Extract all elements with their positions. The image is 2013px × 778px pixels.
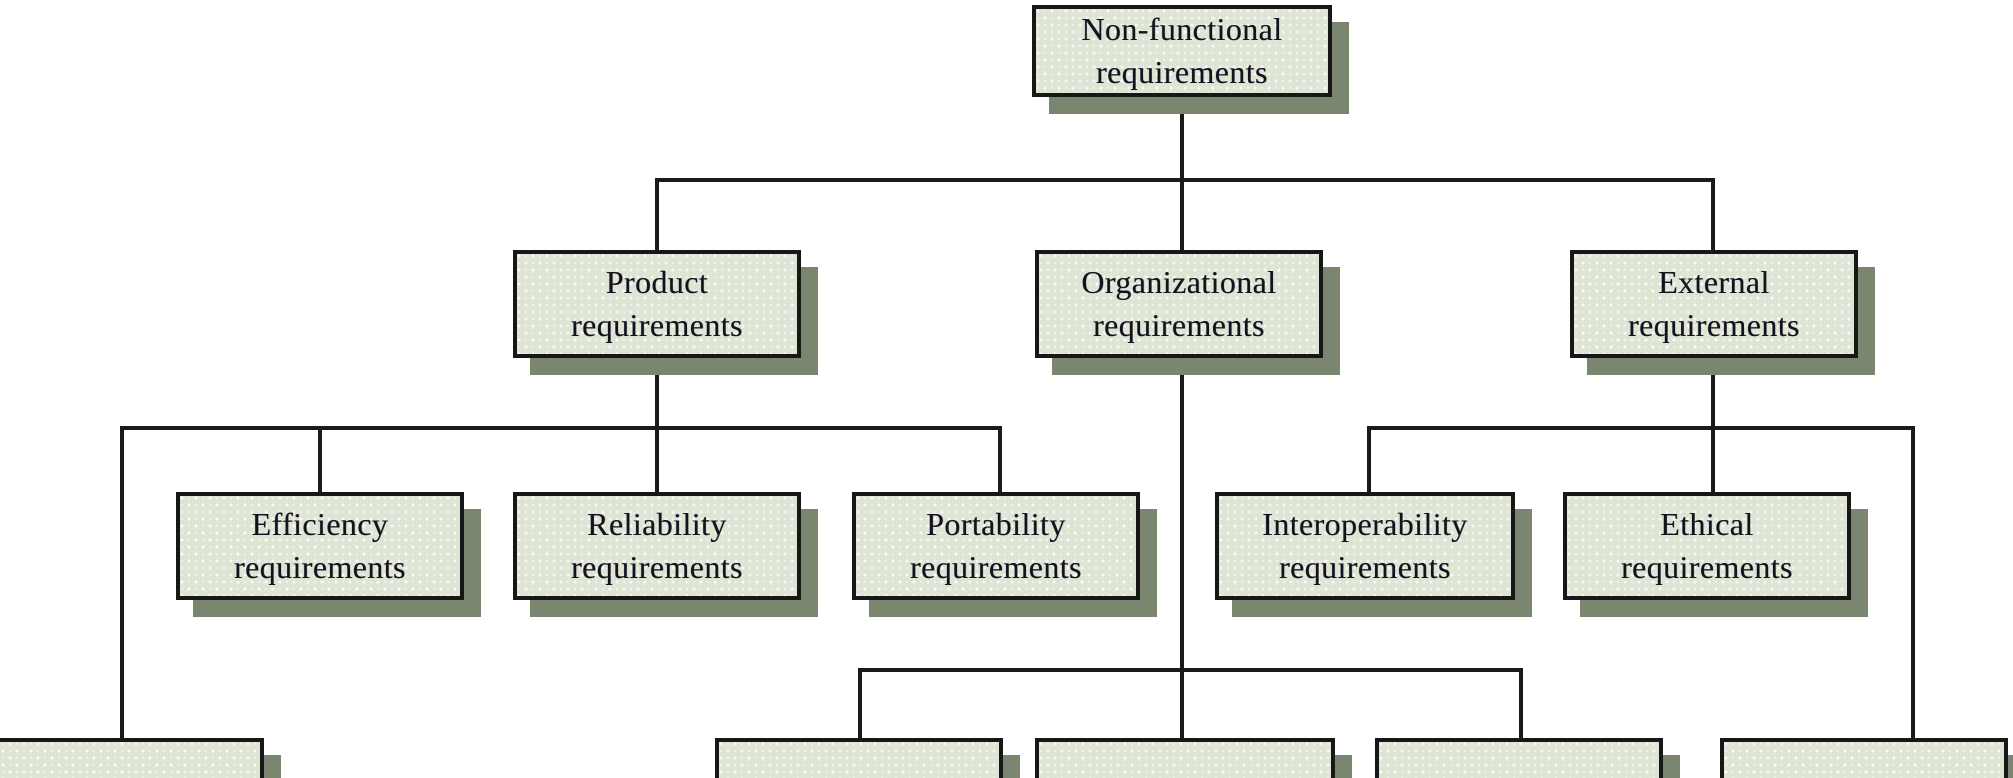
node-efficiency[interactable]: Efficiency requirements [176, 492, 481, 617]
node-interoperability[interactable]: Interoperability requirements [1215, 492, 1532, 617]
node-implementation[interactable]: Implementation [1035, 738, 1352, 778]
connector-product-to-reliability [655, 426, 659, 492]
connector-org-to-standards [1519, 668, 1523, 740]
node-standards[interactable]: Standards [1375, 738, 1680, 778]
node-root[interactable]: Non-functional requirements [1032, 5, 1349, 114]
node-label: External requirements [1628, 264, 1800, 343]
node-label: Implementation [1075, 771, 1295, 778]
node-label: Ethical requirements [1621, 506, 1793, 585]
node-label: Legislative [1785, 771, 1944, 778]
connector-external-bus [1367, 426, 1915, 430]
connector-root-bus [655, 178, 1715, 182]
node-box: Standards [1375, 738, 1663, 778]
connector-external-stem [1711, 358, 1715, 426]
node-label: Delivery [795, 771, 922, 778]
node-box: Interoperability requirements [1215, 492, 1515, 600]
node-usability[interactable]: Usability [0, 738, 281, 778]
node-box: External requirements [1570, 250, 1858, 358]
connector-org-stem [1180, 358, 1184, 668]
node-box: Legislative [1720, 738, 2008, 778]
node-box: Organizational requirements [1035, 250, 1323, 358]
node-delivery[interactable]: Delivery [715, 738, 1020, 778]
node-legislative[interactable]: Legislative [1720, 738, 2013, 778]
node-box: Non-functional requirements [1032, 5, 1332, 97]
connector-product-to-efficiency [318, 426, 322, 492]
node-box: Implementation [1035, 738, 1335, 778]
connector-product-to-usability [120, 426, 124, 738]
node-box: Usability [0, 738, 264, 778]
node-label: Organizational requirements [1081, 264, 1277, 343]
node-label: Usability [54, 771, 187, 778]
node-label: Portability requirements [910, 506, 1082, 585]
node-label: Efficiency requirements [234, 506, 406, 585]
connector-root-stem [1180, 97, 1184, 178]
node-box: Ethical requirements [1563, 492, 1851, 600]
node-box: Portability requirements [852, 492, 1140, 600]
node-box: Delivery [715, 738, 1003, 778]
connector-root-to-product [655, 178, 659, 250]
connector-root-to-external [1711, 178, 1715, 250]
connector-external-to-ethical [1711, 426, 1715, 492]
connector-product-to-portability [998, 426, 1002, 492]
node-portability[interactable]: Portability requirements [852, 492, 1157, 617]
node-ethical[interactable]: Ethical requirements [1563, 492, 1868, 617]
node-label: Standards [1448, 771, 1590, 778]
node-box: Reliability requirements [513, 492, 801, 600]
node-organizational[interactable]: Organizational requirements [1035, 250, 1340, 375]
connector-product-bus [120, 426, 998, 430]
connector-org-to-delivery [858, 668, 862, 740]
connector-root-to-organizational [1180, 178, 1184, 250]
node-label: Interoperability requirements [1262, 506, 1468, 585]
node-box: Efficiency requirements [176, 492, 464, 600]
node-label: Product requirements [571, 264, 743, 343]
connector-external-to-legislative [1911, 426, 1915, 738]
node-external[interactable]: External requirements [1570, 250, 1875, 375]
connector-product-stem [655, 358, 659, 426]
connector-org-to-implementation [1180, 668, 1184, 740]
node-reliability[interactable]: Reliability requirements [513, 492, 818, 617]
node-label: Reliability requirements [571, 506, 743, 585]
connector-external-to-interop [1367, 426, 1371, 492]
node-product[interactable]: Product requirements [513, 250, 818, 375]
node-label: Non-functional requirements [1081, 11, 1283, 90]
connector-org-bus [858, 668, 1523, 672]
node-box: Product requirements [513, 250, 801, 358]
